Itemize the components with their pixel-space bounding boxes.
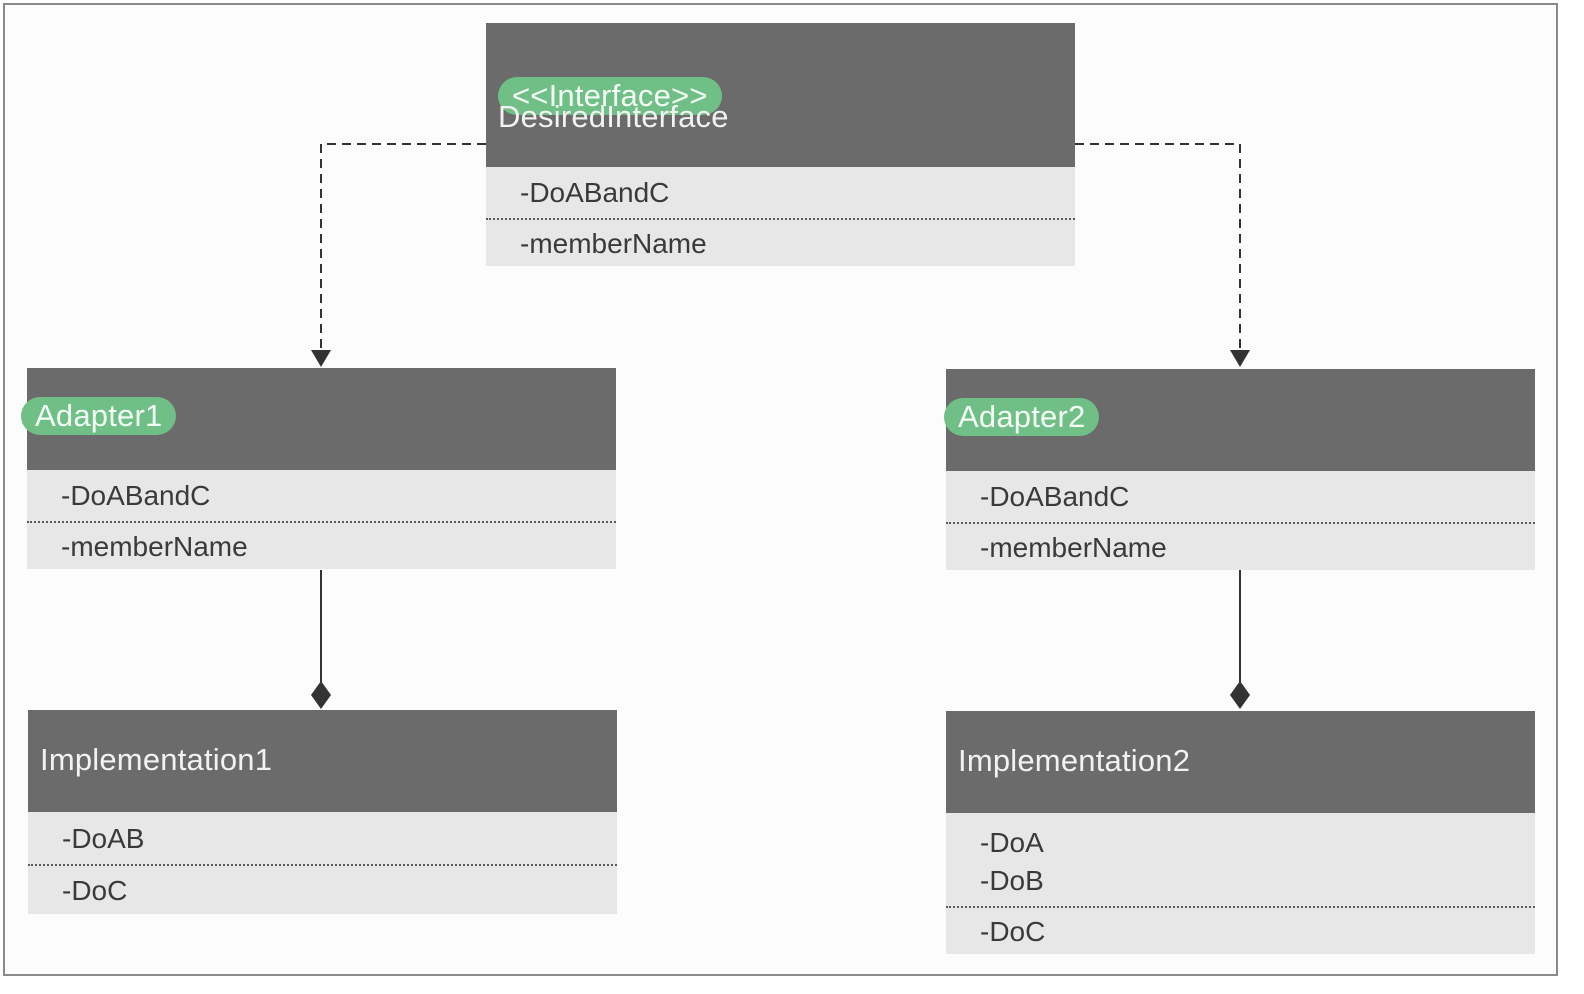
operations-section: -DoAB <box>28 812 617 864</box>
member-line: -DoAB <box>62 823 145 854</box>
class-name: Implementation2 <box>958 743 1191 778</box>
class-implementation1: Implementation1 -DoAB -DoC <box>28 710 617 914</box>
operations-section: -DoA -DoB <box>946 813 1535 906</box>
member-line: -DoB <box>980 865 1044 896</box>
class-name: DesiredInterface <box>498 99 729 134</box>
member-line: -DoC <box>980 916 1046 947</box>
class-header: Implementation2 <box>946 711 1535 813</box>
member-line: -DoA <box>980 827 1044 858</box>
class-name: Implementation1 <box>40 742 273 777</box>
member-line: -DoC <box>62 875 128 906</box>
class-implementation2: Implementation2 -DoA -DoB -DoC <box>946 711 1535 954</box>
stereotype-label: <<Interface>> <box>498 77 722 115</box>
class-header: Implementation1 <box>28 710 617 812</box>
attributes-section: -memberName <box>27 521 616 569</box>
class-adapter2: Adapter2 -DoABandC -memberName <box>944 369 1535 570</box>
class-desired-interface: <<Interface>> DesiredInterface -DoABandC… <box>486 23 1075 266</box>
operations-section: -DoC <box>946 906 1535 954</box>
operations-section: -DoABandC <box>946 471 1535 522</box>
member-line: -memberName <box>61 531 248 562</box>
class-header: Adapter1 <box>21 368 616 470</box>
class-name: Adapter2 <box>944 398 1100 436</box>
class-header: <<Interface>> DesiredInterface <box>486 23 1075 167</box>
member-line: -DoABandC <box>61 480 211 511</box>
class-header: Adapter2 <box>944 369 1535 471</box>
operations-section: -DoABandC <box>486 167 1075 218</box>
member-line: -memberName <box>980 532 1167 563</box>
class-name: Adapter1 <box>21 397 177 435</box>
member-line: -DoABandC <box>520 177 670 208</box>
attributes-section: -memberName <box>486 218 1075 266</box>
operations-section: -DoC <box>28 864 617 914</box>
member-line: -memberName <box>520 228 707 259</box>
operations-section: -DoABandC <box>27 470 616 521</box>
attributes-section: -memberName <box>946 522 1535 570</box>
member-line: -DoABandC <box>980 481 1130 512</box>
class-adapter1: Adapter1 -DoABandC -memberName <box>21 368 616 569</box>
